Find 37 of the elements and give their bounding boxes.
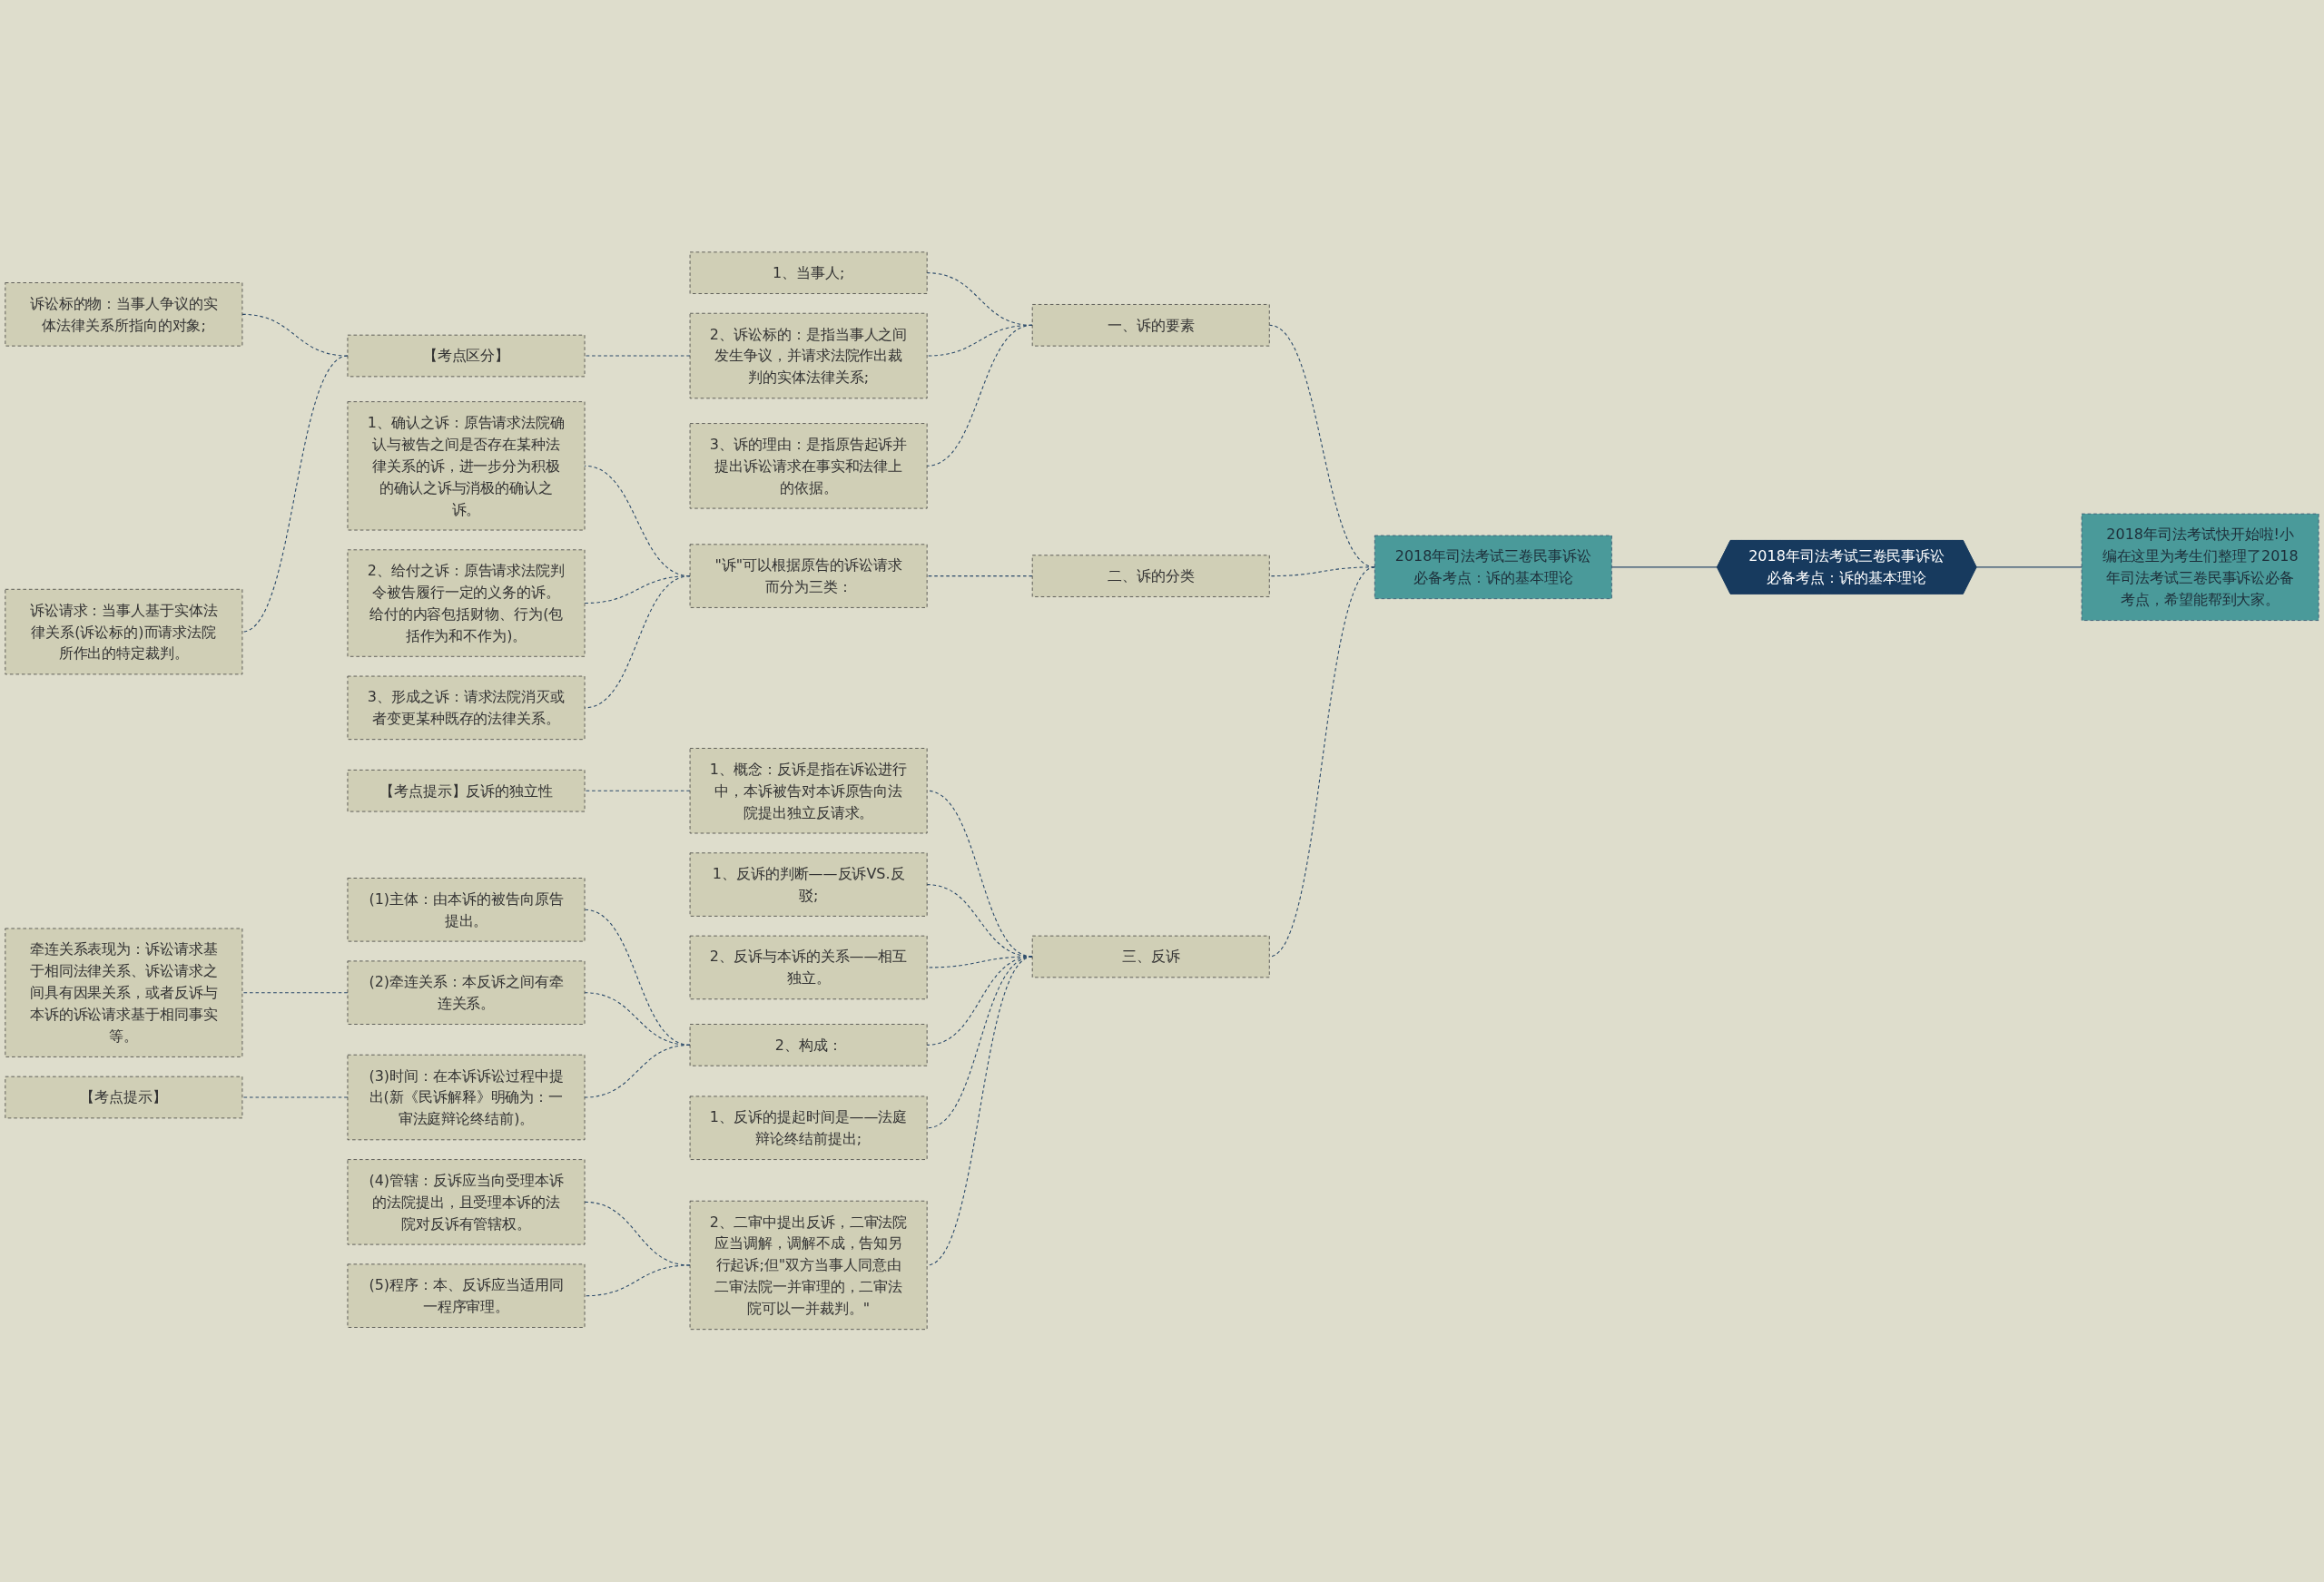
node-box: 二、诉的分类 (1031, 555, 1270, 598)
connector (241, 355, 349, 633)
node-box: (1)主体：由本诉的被告向原告提出。 (347, 878, 586, 942)
connector (926, 325, 1033, 467)
connector (584, 575, 691, 709)
node-box: 2018年司法考试快开始啦!小编在这里为考生们整理了2018年司法考试三卷民事诉讼必备考点，希望能帮到大家。 (2081, 514, 2319, 622)
node-box: (2)牵连关系：本反诉之间有牵连关系。 (347, 960, 586, 1026)
node-box: 2018年司法考试三卷民事诉讼必备考点：诉的基本理论 (1374, 535, 1612, 600)
node-box: 1、概念：反诉是指在诉讼进行中，本诉被告对本诉原告向法院提出独立反请求。 (689, 748, 928, 834)
node-box: 三、反诉 (1031, 936, 1270, 978)
connector (1610, 566, 1718, 568)
node-box: 诉讼请求：当事人基于实体法律关系(诉讼标的)而请求法院所作出的特定裁判。 (5, 589, 243, 675)
node-box: 1、确认之诉：原告请求法院确认与被告之间是否存在某种法律关系的诉，进一步分为积极的确认之诉与消极的确认之诉。 (347, 401, 586, 531)
node-box: (4)管辖：反诉应当向受理本诉的法院提出，且受理本诉的法院对反诉有管辖权。 (347, 1159, 586, 1245)
node-box: 【考点提示】 (5, 1076, 243, 1119)
node-box: 2、诉讼标的：是指当事人之间发生争议，并请求法院作出裁判的实体法律关系; (689, 313, 928, 399)
node-box: 一、诉的要素 (1031, 304, 1270, 347)
node-box: 2、给付之诉：原告请求法院判令被告履行一定的义务的诉。给付的内容包括财物、行为(包括作为和不作为)。 (347, 549, 586, 657)
node-box: 1、反诉的判断——反诉VS.反驳; (689, 852, 928, 918)
node-box: 2、二审中提出反诉，二审法院应当调解，调解不成，告知另行起诉;但"双方当事人同意由二审法院一并审理的，二审法院可以一并裁判。" (689, 1201, 928, 1331)
node-box: 【考点提示】反诉的独立性 (347, 770, 586, 812)
connector (1268, 566, 1375, 958)
node-box: 【考点区分】 (347, 335, 586, 378)
node-box: 3、形成之诉：请求法院消灭或者变更某种既存的法律关系。 (347, 675, 586, 741)
node-box: 3、诉的理由：是指原告起诉并提出诉讼请求在事实和法律上的依据。 (689, 423, 928, 509)
connector (1975, 566, 2083, 568)
node-box: 2、构成： (689, 1024, 928, 1066)
node-box: 2、反诉与本诉的关系——相互独立。 (689, 936, 928, 1000)
node-box: 诉讼标的物：当事人争议的实体法律关系所指向的对象; (5, 282, 243, 347)
node-box: 1、反诉的提起时间是——法庭辩论终结前提出; (689, 1096, 928, 1161)
node-box: 牵连关系表现为：诉讼请求基于相同法律关系、诉讼请求之间具有因果关系，或者反诉与本诉的诉讼请求基于相同事实等。 (5, 928, 243, 1058)
node-box: (5)程序：本、反诉应当适用同一程序审理。 (347, 1263, 586, 1329)
connector (241, 314, 349, 357)
node-box: 1、当事人; (689, 251, 928, 295)
node-box: (3)时间：在本诉诉讼过程中提出(新《民诉解释》明确为：一审法庭辩论终结前)。 (347, 1055, 586, 1141)
node-box: "诉"可以根据原告的诉讼请求而分为三类： (689, 544, 928, 609)
connector (584, 1264, 691, 1297)
